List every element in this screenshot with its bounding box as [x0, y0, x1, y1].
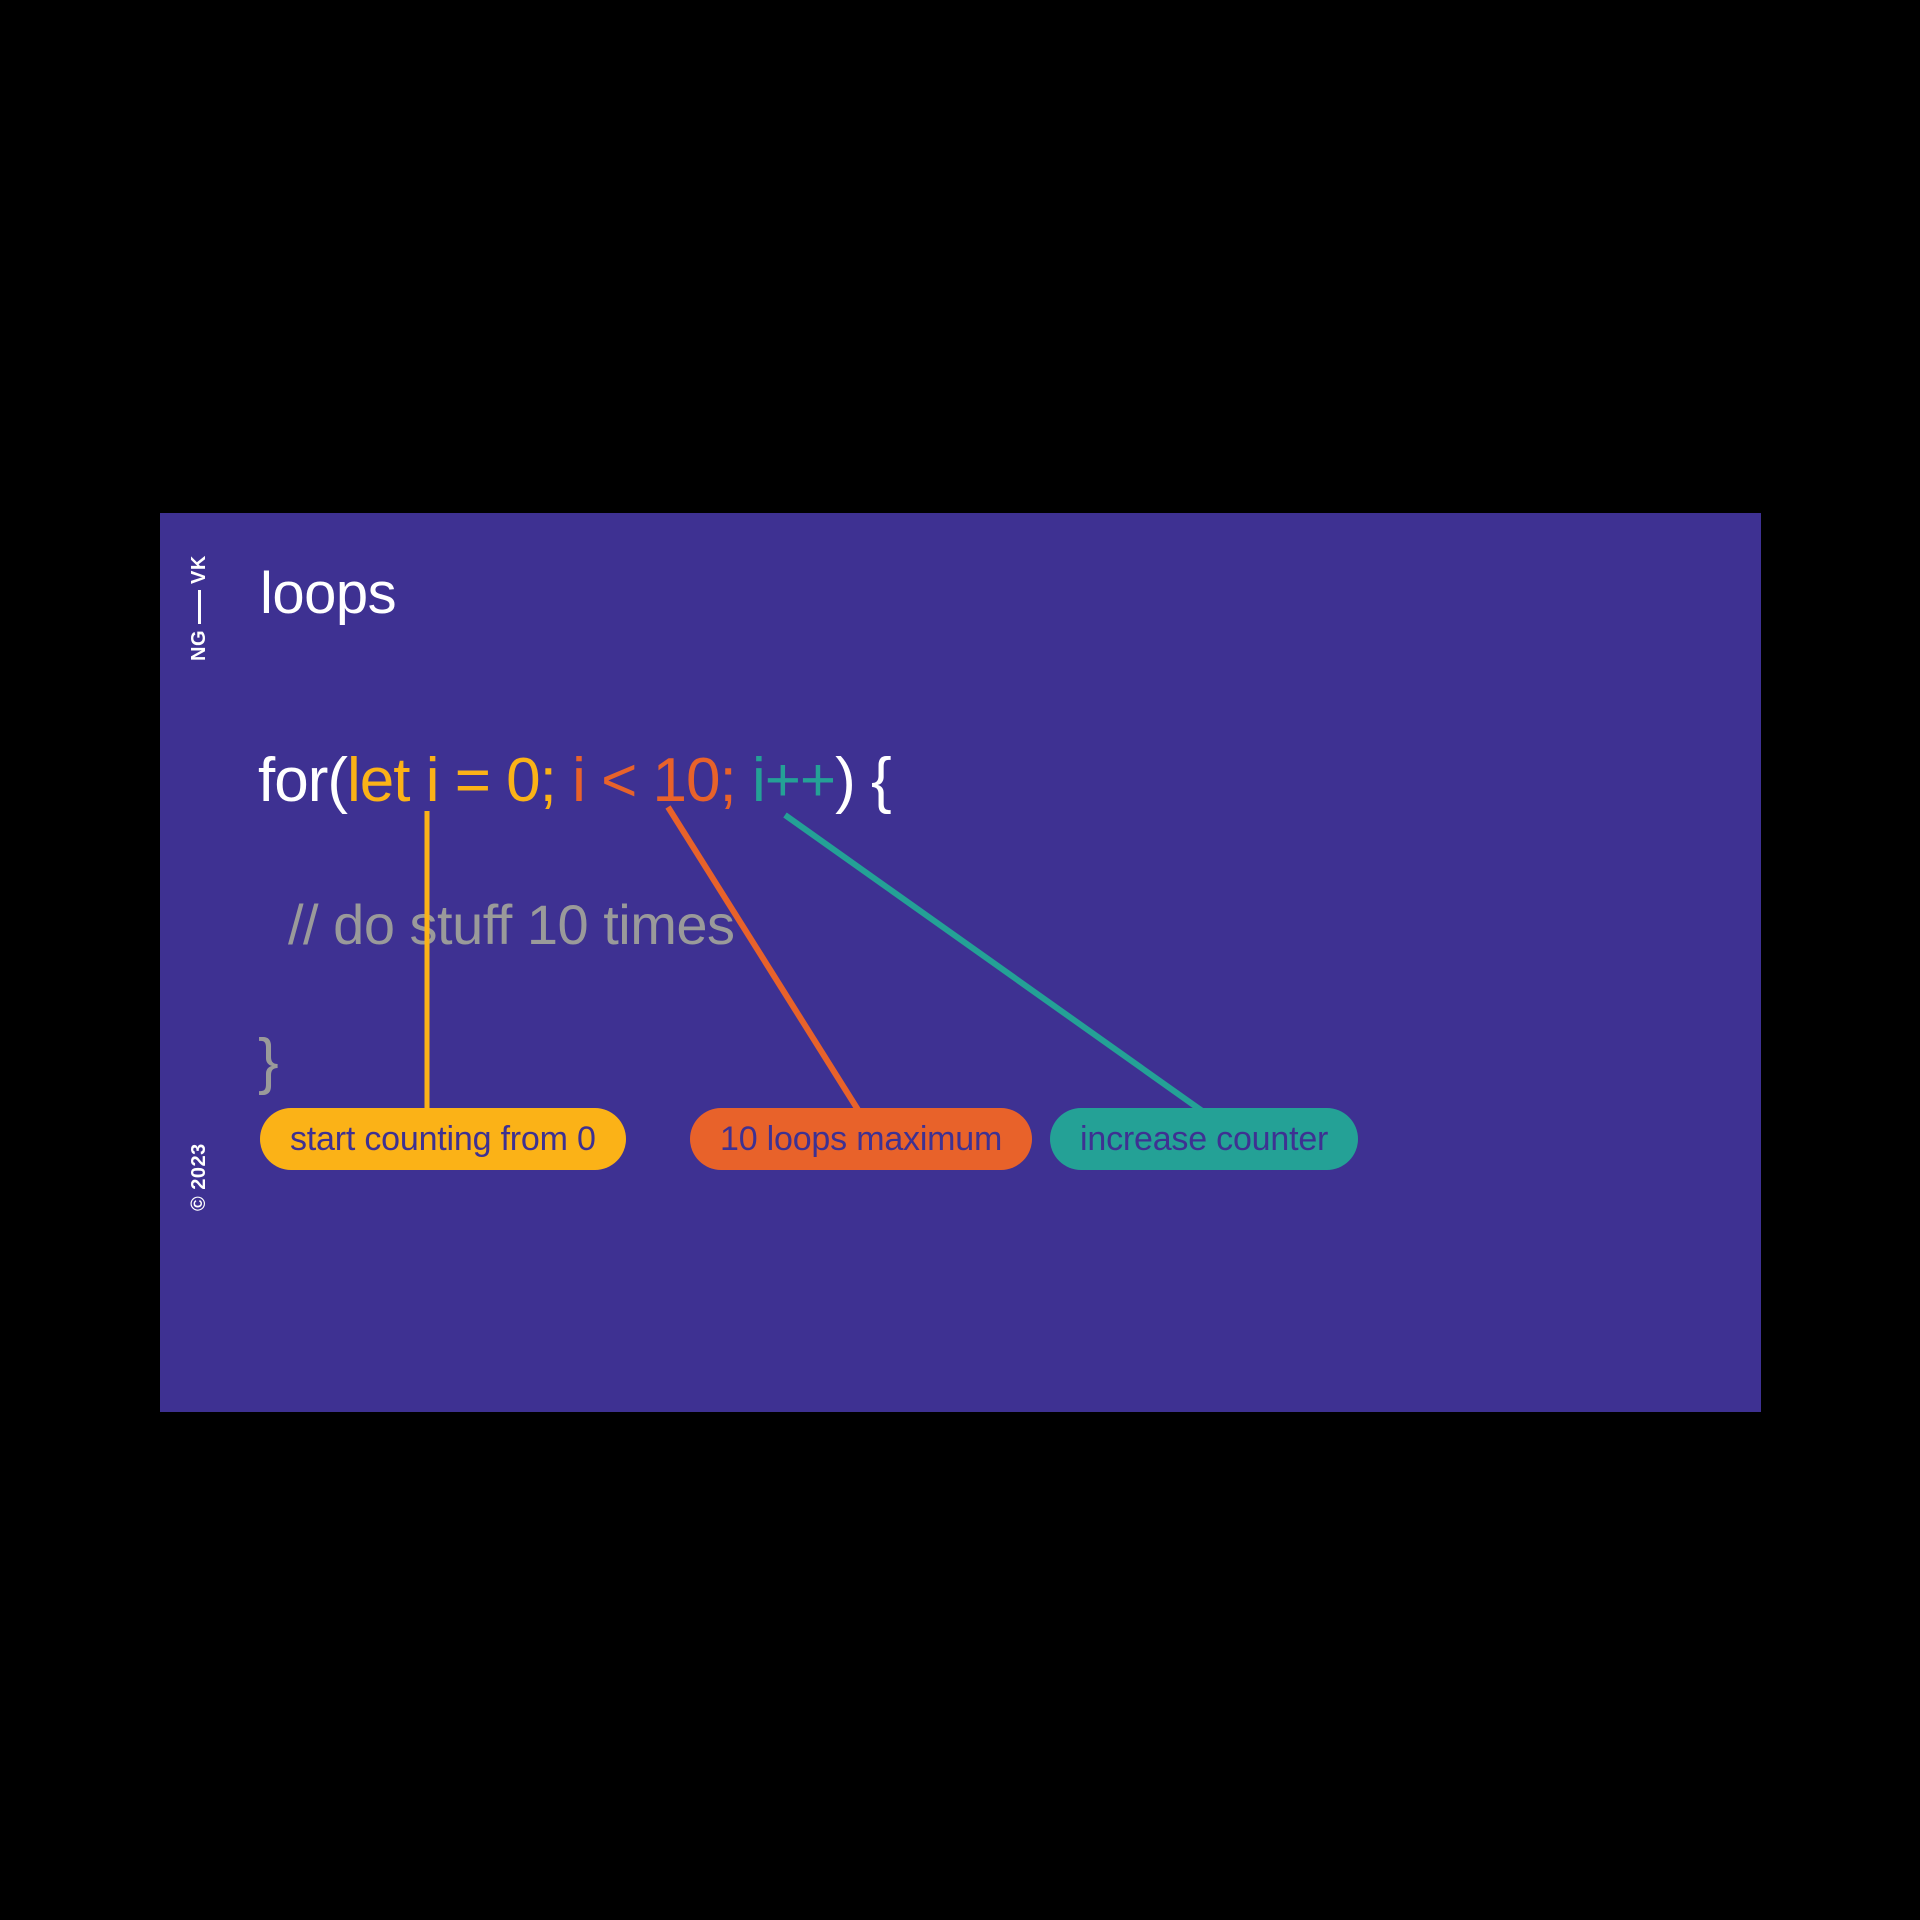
annotation-pill-increase-counter[interactable]: increase counter: [1050, 1108, 1359, 1170]
code-token-close-brace: ) {: [835, 746, 892, 815]
connector-line-maximum: [665, 805, 863, 1115]
brand-rail: NG VK: [188, 555, 211, 661]
connector-line-increase: [783, 812, 1207, 1116]
copyright-label: © 2023: [188, 1143, 210, 1211]
code-line-for-statement: for(let i = 0; i < 10; i++) {: [258, 750, 892, 812]
code-token-for-open: for(: [258, 746, 348, 815]
annotation-pill-start-counting[interactable]: start counting from 0: [260, 1108, 626, 1170]
code-token-condition: i < 10;: [572, 746, 737, 815]
code-token-initializer: let i = 0;: [347, 746, 557, 815]
brand-rail-separator: [198, 590, 201, 624]
presentation-slide: NG VK © 2023 loops for(let i = 0; i < 10…: [160, 513, 1761, 1412]
annotation-pill-loops-maximum[interactable]: 10 loops maximum: [690, 1108, 1033, 1170]
code-token-space-2: [736, 746, 752, 815]
connector-lines: [424, 805, 1207, 1116]
brand-rail-right-label: VK: [188, 555, 210, 584]
code-token-increment: i++: [751, 746, 836, 815]
code-closing-brace: }: [258, 1027, 279, 1096]
brand-rail-left-label: NG: [188, 630, 210, 661]
code-comment: // do stuff 10 times: [288, 893, 735, 956]
page-title: loops: [260, 561, 397, 626]
code-token-space-1: [556, 746, 572, 815]
